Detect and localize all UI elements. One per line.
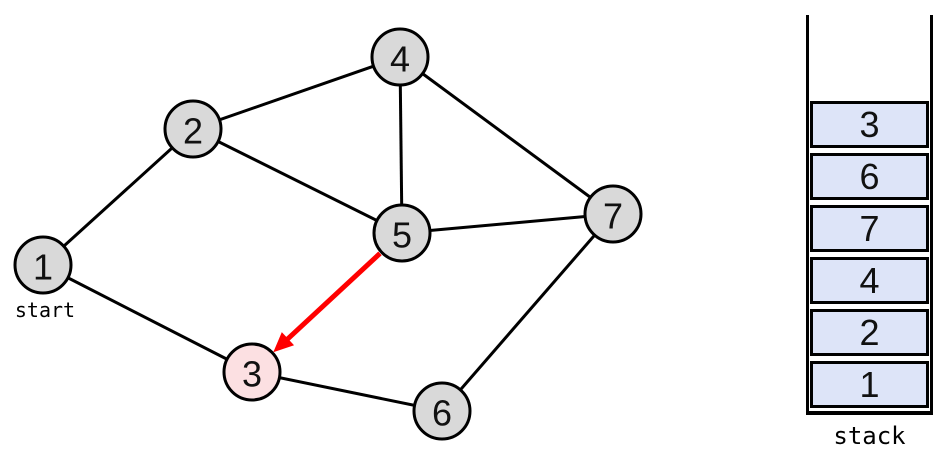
node-label-5: 5 — [392, 215, 412, 256]
stack-cell-7: 7 — [810, 205, 929, 252]
start-label: start — [15, 298, 75, 322]
graph-node-4 — [370, 27, 430, 87]
node-label-6: 6 — [432, 393, 452, 434]
graph-node-7 — [583, 184, 643, 244]
graph-node-6 — [412, 381, 472, 441]
stack-cell-3: 3 — [810, 101, 929, 148]
edge-4-7 — [399, 55, 614, 216]
edge-1-2 — [41, 127, 195, 267]
stack-panel: 3 6 7 4 2 1 stack — [806, 15, 933, 450]
edge-5-7 — [401, 212, 614, 235]
node-label-4: 4 — [390, 39, 410, 80]
graph-node-2 — [163, 99, 223, 159]
graph-node-3 — [222, 342, 282, 402]
edge-3-6 — [251, 370, 443, 413]
stack-label: stack — [833, 422, 906, 450]
graph-node-1 — [13, 235, 73, 295]
stack-container: 3 6 7 4 2 1 — [806, 15, 933, 415]
stack-cell-value: 4 — [859, 259, 880, 301]
graph-node-5 — [372, 203, 432, 263]
stack-cell-value: 3 — [859, 103, 880, 145]
edge-2-4 — [192, 55, 401, 131]
stack-cell-6: 6 — [810, 153, 929, 200]
node-label-2: 2 — [183, 111, 203, 152]
node-label-3: 3 — [242, 354, 262, 395]
stack-cell-value: 1 — [859, 363, 880, 405]
stack-cell-value: 7 — [859, 207, 880, 249]
node-label-7: 7 — [603, 196, 623, 237]
stack-cell-2: 2 — [810, 309, 929, 356]
traversal-arrowhead-icon — [273, 332, 295, 353]
stack-cell-4: 4 — [810, 257, 929, 304]
edge-2-5 — [192, 127, 403, 235]
edge-1-3 — [42, 263, 253, 374]
stack-cell-1: 1 — [810, 361, 929, 408]
stack-cell-value: 6 — [859, 155, 880, 197]
traversal-arrow-shaft — [283, 251, 382, 344]
stack-cell-value: 2 — [859, 311, 880, 353]
edge-6-7 — [440, 213, 615, 412]
node-label-1: 1 — [33, 247, 53, 288]
